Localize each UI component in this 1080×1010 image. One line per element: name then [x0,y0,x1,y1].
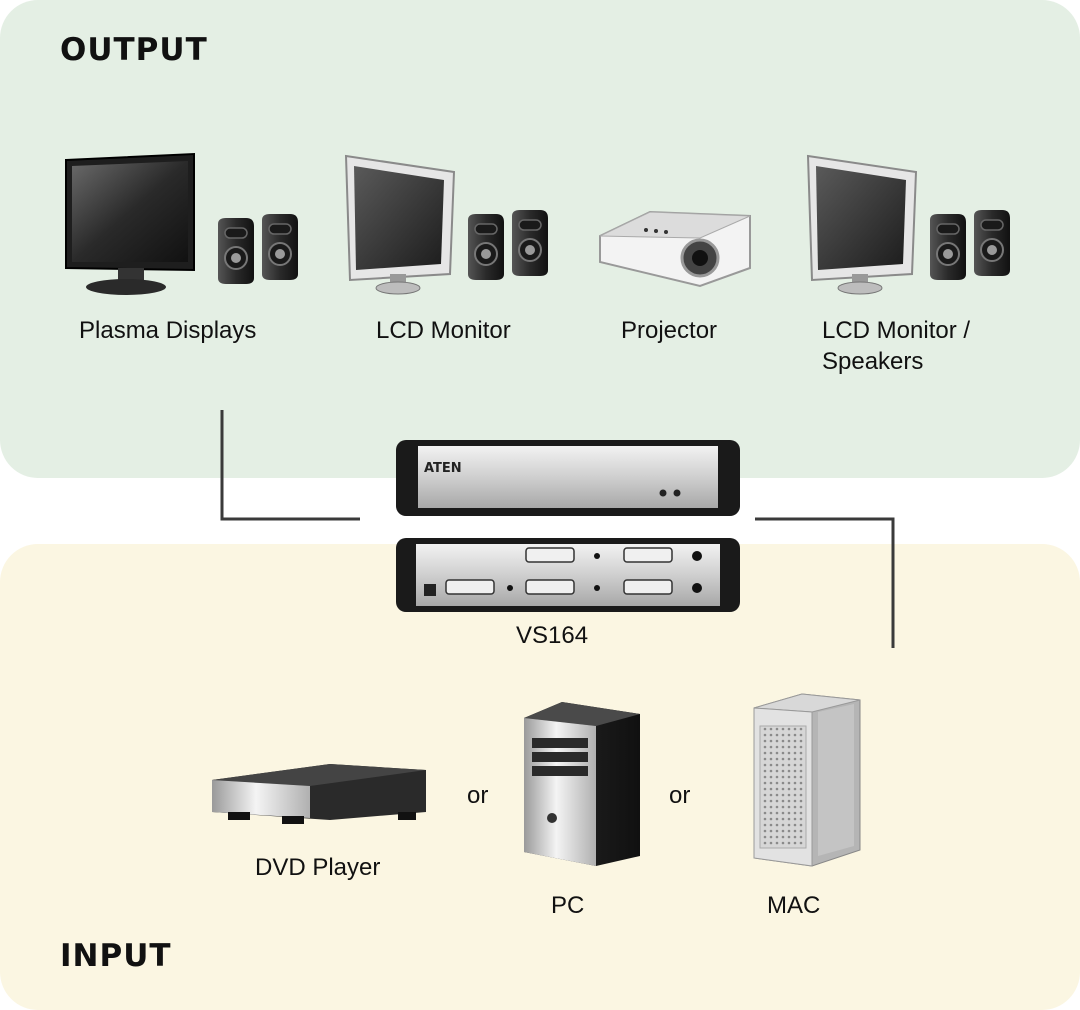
vs164-rear-unit-icon [396,538,740,612]
device-label-plasma-displays: Plasma Displays [79,317,257,344]
lcd-monitor-icon [345,155,455,295]
projector-icon [599,210,751,288]
dvd-player-icon [212,764,426,824]
speakers-icon [929,209,1011,281]
input-connection-line [755,517,895,648]
device-label-projector: Projector [621,317,718,344]
output-title: OUTPUT [60,32,208,68]
pc-tower-icon [524,702,640,866]
vs164-front-unit-icon: ATEN [396,440,740,516]
input-title: INPUT [60,938,172,974]
aten-logo: ATEN [424,461,462,476]
separator-or: or [467,782,489,809]
switch-label: VS164 [516,622,589,649]
device-label-mac: MAC [767,892,821,919]
connection-lines [220,410,895,648]
device-label-lcd-monitor-speakers-line2: Speakers [822,348,924,375]
output-connection-line [220,410,360,521]
mac-tower-icon [753,693,861,867]
separator-or: or [669,782,691,809]
device-label-dvd-player: DVD Player [255,854,381,881]
device-label-lcd-monitor-speakers-line1: LCD Monitor / [822,317,971,344]
speakers-icon [467,209,549,281]
plasma-display-icon [65,152,195,295]
device-label-lcd-monitor: LCD Monitor [376,317,511,344]
lcd-monitor-icon [807,155,917,295]
device-label-pc: PC [551,892,585,919]
speakers-icon [217,213,299,285]
